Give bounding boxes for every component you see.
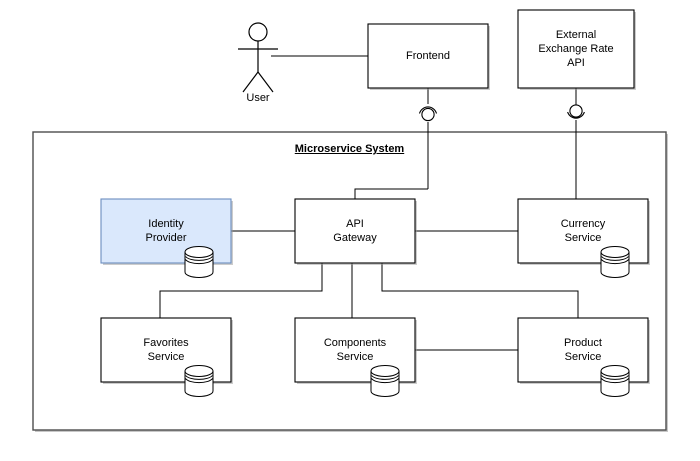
user-actor-label: User (246, 92, 270, 104)
database-icon-identity-provider (184, 246, 214, 278)
ball-and-socket-external-api (567, 104, 585, 119)
node-external-exchange-rate-api[interactable] (517, 9, 636, 90)
node-frontend[interactable] (367, 23, 490, 90)
database-icon-favorites-service (184, 365, 214, 397)
edge-api-gateway-to-favorites-service (159, 263, 323, 318)
system-boundary-label: Microservice System (294, 143, 405, 155)
database-icon-currency-service (600, 246, 630, 278)
node-product-service[interactable] (517, 317, 650, 384)
edge-frontend-to-api-gateway (354, 88, 429, 199)
database-icon-components-service (370, 365, 400, 397)
node-currency-service[interactable] (517, 198, 650, 265)
database-icon-product-service (600, 365, 630, 397)
system-boundary (32, 131, 668, 432)
node-api-gateway[interactable] (294, 198, 417, 265)
edge-api-gateway-to-product-service (381, 263, 579, 318)
user-actor-figure (238, 22, 278, 93)
ball-and-socket-frontend (418, 106, 438, 122)
